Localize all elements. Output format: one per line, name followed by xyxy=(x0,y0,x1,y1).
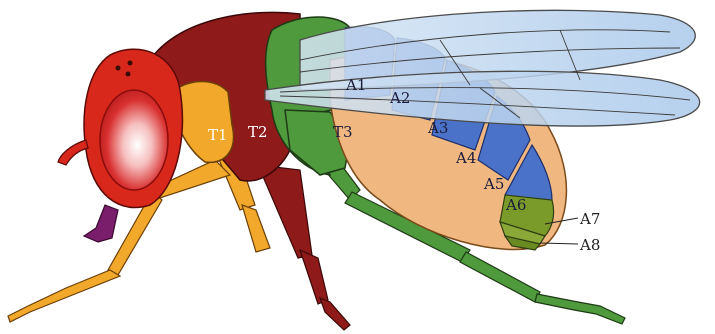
compound-eye xyxy=(100,90,168,190)
label-a7: A7 xyxy=(579,210,600,228)
label-a2: A2 xyxy=(389,89,410,107)
middle-leg xyxy=(258,165,350,330)
label-t2: T2 xyxy=(248,123,268,141)
label-a8: A8 xyxy=(579,236,600,254)
label-a5: A5 xyxy=(483,175,504,193)
label-a4: A4 xyxy=(455,149,476,167)
label-a1: A1 xyxy=(345,76,366,94)
label-t1: T1 xyxy=(208,126,228,144)
antenna xyxy=(58,140,88,165)
label-a6: A6 xyxy=(505,196,526,214)
label-a3: A3 xyxy=(427,119,448,137)
proboscis xyxy=(84,205,118,242)
label-t3: T3 xyxy=(333,123,353,141)
